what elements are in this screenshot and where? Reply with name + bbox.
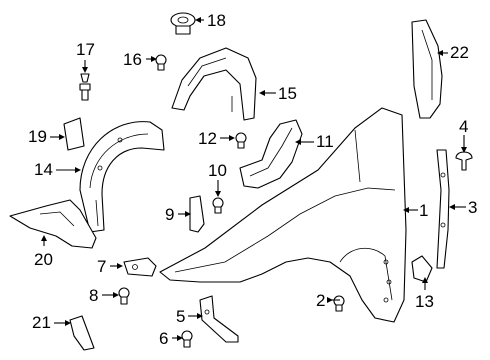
callout-19: 19 (28, 127, 47, 146)
clip-16-part (155, 54, 167, 71)
callout-9: 9 (165, 205, 175, 224)
callout-18: 18 (207, 11, 226, 30)
callout-10: 10 (208, 161, 227, 180)
callout-12: 12 (198, 129, 217, 148)
callout-13: 13 (415, 292, 434, 311)
support-11-part (239, 119, 303, 189)
pad-19-part (63, 117, 85, 151)
callout-7: 7 (97, 257, 107, 276)
grommet-18-part (170, 12, 196, 35)
seal-22-part (411, 19, 443, 119)
callout-15: 15 (278, 84, 297, 103)
callout-21: 21 (32, 313, 51, 332)
bracket-9-part (189, 195, 205, 233)
leader-lines (41, 17, 467, 341)
callout-8: 8 (89, 286, 99, 305)
callout-4: 4 (459, 117, 469, 136)
callout-16: 16 (123, 50, 142, 69)
callout-5: 5 (176, 307, 186, 326)
bolt-6-part (181, 330, 193, 348)
callout-20: 20 (34, 250, 53, 269)
callout-17: 17 (76, 40, 95, 59)
liner-14-part (79, 121, 165, 233)
bracket-13-part (411, 255, 433, 283)
bracket-3-part (436, 149, 450, 269)
callout-6: 6 (159, 329, 169, 348)
callout-11: 11 (316, 132, 334, 151)
callout-1: 1 (419, 201, 429, 220)
callout-2: 2 (316, 291, 326, 310)
bracket-7-part (123, 257, 157, 277)
bracket-21-part (69, 315, 95, 351)
bracket-5-part (199, 295, 239, 343)
callout-3: 3 (468, 198, 478, 217)
nut-10-part (212, 197, 224, 214)
callout-14: 14 (34, 160, 53, 179)
liner-15-part (171, 47, 257, 121)
callout-22: 22 (450, 43, 469, 62)
clip-4-part (455, 151, 473, 171)
shield-20-part (9, 199, 97, 249)
pin-17-part (79, 73, 91, 101)
bolt-8-part (118, 287, 130, 305)
fender-part (159, 107, 407, 323)
screw-2-part (333, 295, 345, 312)
nut-12-part (235, 132, 247, 149)
